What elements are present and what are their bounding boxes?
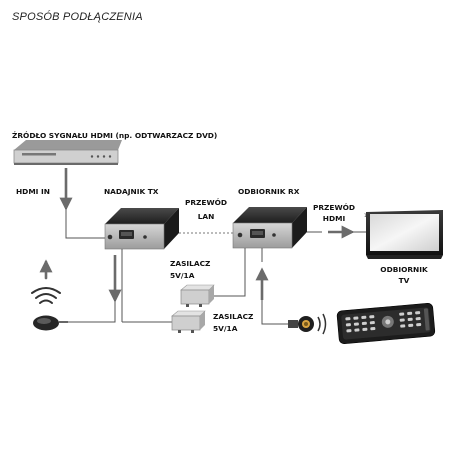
hdmi-extender-tx-icon [104,208,179,250]
hdmi-cable-label: PRZEWÓD HDMI [312,203,356,223]
remote-control-icon [336,302,436,345]
psu-rx-label: ZASILACZ 5V/1A [170,259,211,280]
hdmi-extender-rx-icon [232,207,307,249]
dvd-player-icon [13,140,122,165]
receiver-label: ODBIORNIK RX [238,187,300,196]
power-supply-icon [122,310,206,333]
ir-receiver-cable [255,248,288,325]
lan-cable-label: PRZEWÓD LAN [184,198,228,221]
psu-tx-label: ZASILACZ 5V/1A [213,312,254,333]
hdmi-in-cable [59,168,106,239]
hdmi-in-label: HDMI IN [16,187,50,196]
tv-label: ODBIORNIK TV [380,265,428,285]
transmitter-label: NADAJNIK TX [104,187,159,196]
wireless-signal-icon [31,259,61,304]
power-supply-icon [180,248,246,307]
source-label: ŹRÓDŁO SYGNAŁU HDMI (np. ODTWARZACZ DVD) [12,131,218,140]
ir-receiver-icon [288,313,327,335]
page-title: SPOSÓB PODŁĄCZENIA [12,11,143,23]
svg-text:1: 1 [364,213,367,218]
ir-emitter-cable [66,249,123,323]
tv-icon: 1 [364,210,443,259]
ir-emitter-icon [33,315,68,331]
